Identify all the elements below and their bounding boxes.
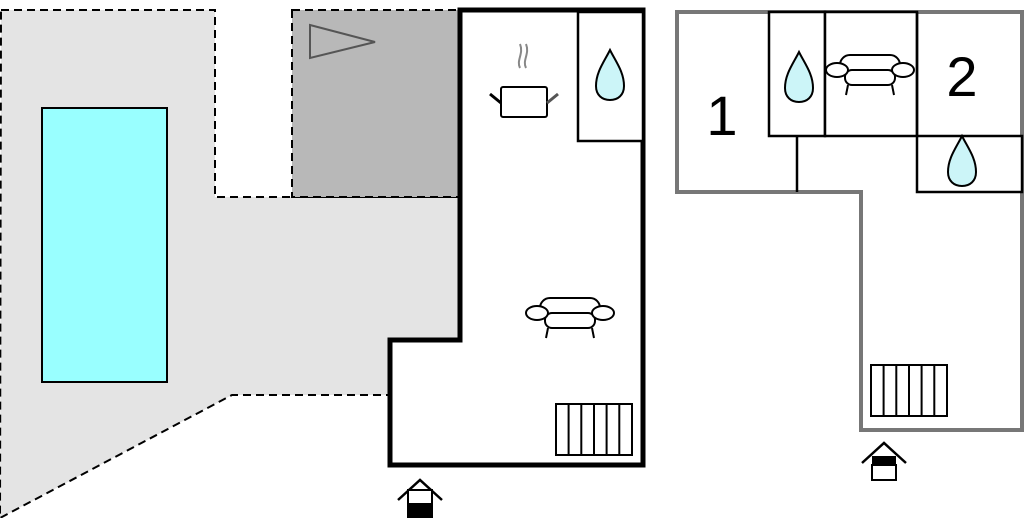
kitchen-pot-icon (489, 43, 559, 118)
stairs-icon (555, 403, 633, 456)
entrance-icon[interactable] (861, 441, 907, 481)
pool (41, 107, 168, 383)
stairs-icon (870, 364, 948, 417)
room-label-1: 1 (706, 84, 737, 147)
direction-triangle-icon (309, 23, 376, 60)
entrance-icon[interactable] (397, 478, 443, 518)
upper-floor-walls (675, 10, 1024, 432)
room-label-2: 2 (946, 45, 977, 108)
